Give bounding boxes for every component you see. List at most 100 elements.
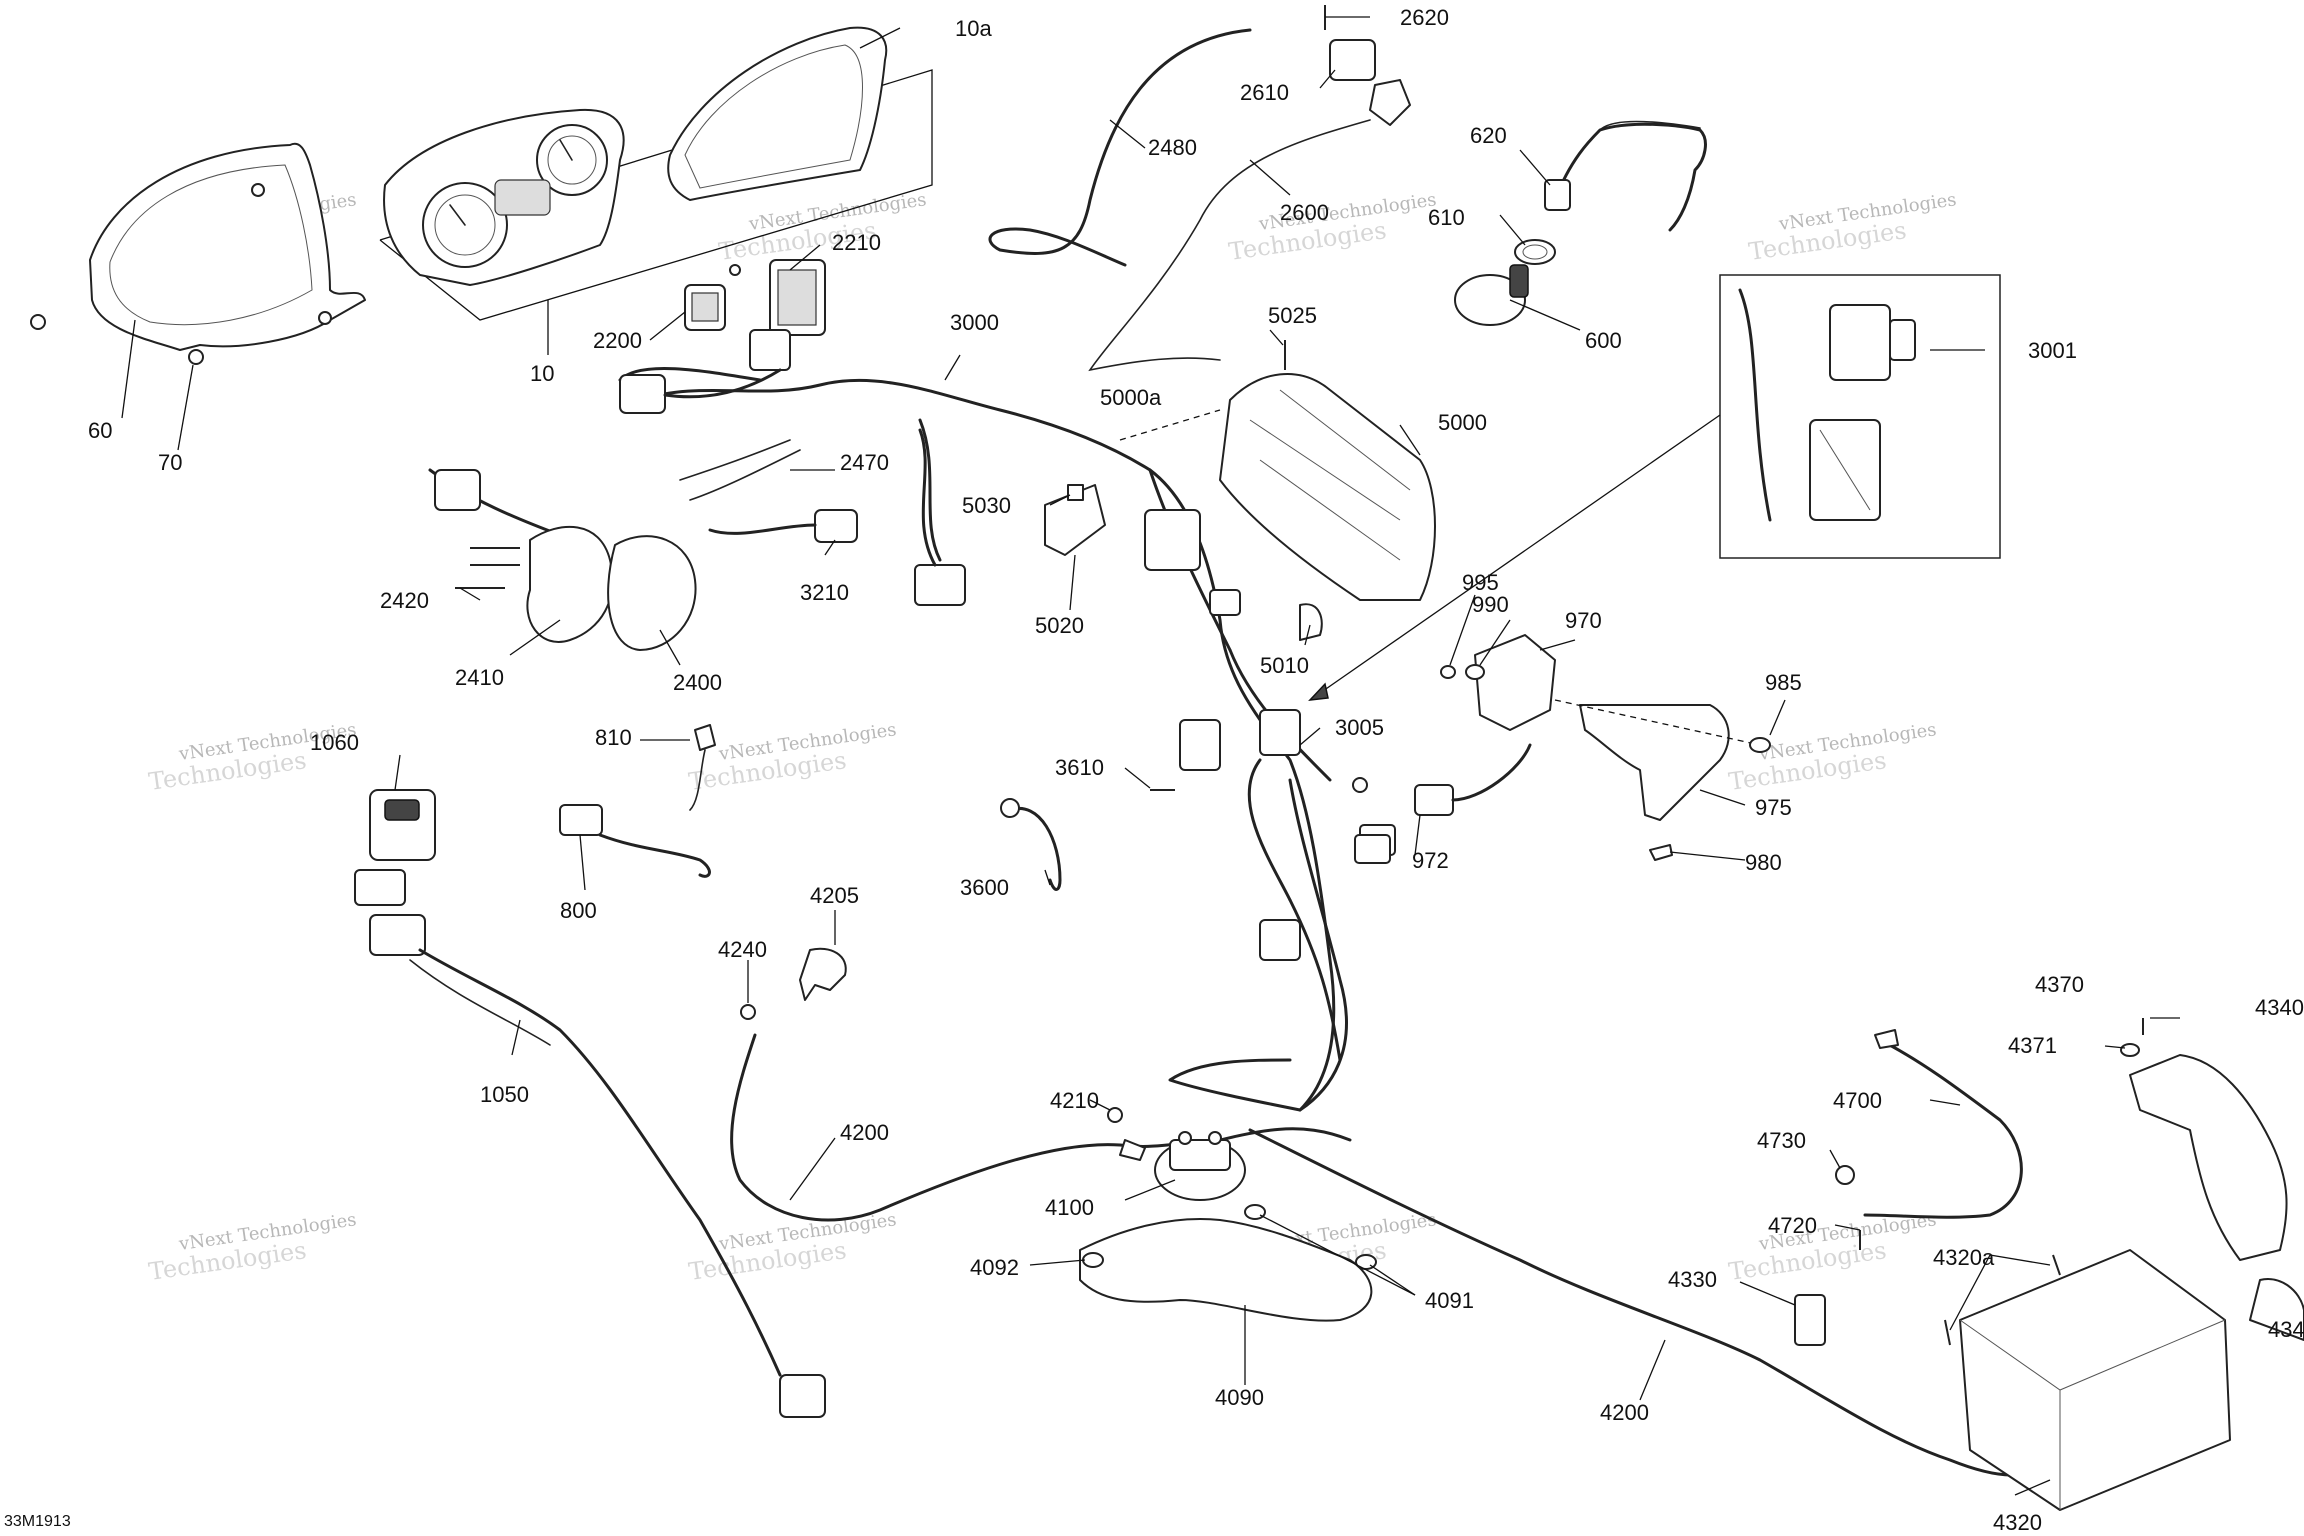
label-3600: 3600 [960,875,1009,900]
screw-2210 [729,264,741,276]
label-4210: 4210 [1050,1088,1099,1113]
cable-4700 [1863,1038,2023,1219]
label-3001: 3001 [2028,338,2077,363]
label-4720: 4720 [1768,1213,1817,1238]
label-610: 610 [1428,205,1465,230]
label-3000: 3000 [950,310,999,335]
label-4370: 4370 [2035,972,2084,997]
bolt-4240 [740,1004,756,1020]
label-4730: 4730 [1757,1128,1806,1153]
bracket-4090 [1079,1218,1373,1322]
lanyard-620 [1553,122,1707,232]
label-4320: 4320 [1993,1510,2042,1535]
label-5010: 5010 [1260,653,1309,678]
cable-3600 [1008,806,1062,891]
label-810: 810 [595,725,632,750]
label-4340: 4340 [2255,995,2304,1020]
label-4205: 4205 [810,883,859,908]
harness-center-connectors [914,428,1396,961]
module-2610 [1329,39,1376,81]
label-2610: 2610 [1240,80,1289,105]
switch-assembly-2400 [428,439,801,651]
switch-600 [1454,274,1526,326]
connector-972 [1414,784,1454,816]
washer-4371 [2120,1043,2140,1057]
label-995: 995 [1462,570,1499,595]
module-970 [1474,634,1556,731]
label-3005: 3005 [1335,715,1384,740]
label-800: 800 [560,898,597,923]
connector-left-harness [619,374,666,414]
label-3210: 3210 [800,580,849,605]
figure-code: 33M1913 [4,1513,71,1530]
label-4320a: 4320a [1933,1245,1995,1270]
bracket-4340 [2129,1054,2288,1261]
label-4200-lower: 4200 [1600,1400,1649,1425]
cable-2600 [1088,119,1371,372]
clip-5010 [1299,603,1323,641]
label-4100: 4100 [1045,1195,1094,1220]
label-10a: 10a [955,16,992,41]
main-harness-3000 [618,367,1348,1112]
stud-5030 [1067,484,1084,501]
screw-70 [188,349,204,365]
label-2400: 2400 [673,670,722,695]
bracket-group-4340 [2120,1018,2304,1341]
connector-800 [559,804,603,836]
label-2420: 2420 [380,588,429,613]
connector-2210 [749,259,826,371]
label-5020: 5020 [1035,613,1084,638]
connector-2200 [684,284,726,331]
label-975: 975 [1755,795,1792,820]
label-5000a: 5000a [1100,385,1162,410]
battery-group-4320 [1794,1249,2231,1511]
ring-610 [1514,239,1556,265]
battery-4320 [1959,1249,2231,1511]
label-1050: 1050 [480,1082,529,1107]
label-600: 600 [1585,328,1622,353]
label-2600: 2600 [1280,200,1329,225]
label-4092: 4092 [970,1255,1019,1280]
label-5025: 5025 [1268,303,1317,328]
nut-990 [1465,664,1485,680]
connector-2600 [1369,79,1411,126]
sensor-800-group [559,724,716,878]
label-70: 70 [158,450,182,475]
label-970: 970 [1565,608,1602,633]
cluster-lens [667,26,888,201]
label-620: 620 [1470,123,1507,148]
label-4240: 4240 [718,937,767,962]
bolt-985 [1749,737,1771,753]
ecu-group [1044,340,1436,641]
label-5000: 5000 [1438,410,1487,435]
relay-group-970 [1354,634,1771,864]
label-2410: 2410 [455,665,504,690]
label-10: 10 [530,361,554,386]
nut-3005 [1352,777,1368,793]
ecu-5000 [1219,373,1436,601]
label-4200-upper: 4200 [840,1120,889,1145]
washer-995 [1440,665,1456,679]
label-2210: 2210 [832,230,881,255]
label-2480: 2480 [1148,135,1197,160]
terminal-4205 [799,947,847,1001]
label-3610: 3610 [1055,755,1104,780]
label-990: 990 [1472,592,1509,617]
label-2470: 2470 [840,450,889,475]
solenoid-group-4100 [1079,1107,1377,1322]
terminal-4330 [1794,1294,1826,1346]
cable-4200 [730,1033,1202,1222]
label-5030: 5030 [962,493,1011,518]
switch-1060-harness [354,789,826,1418]
harness-1050 [418,948,782,1377]
washer-4092 [1082,1252,1104,1268]
label-2620: 2620 [1400,5,1449,30]
label-985: 985 [1765,670,1802,695]
label-980: 980 [1745,850,1782,875]
bracket-975 [1579,704,1730,821]
connector-1050-end [779,1374,826,1418]
nut-4210 [1107,1107,1123,1123]
label-60: 60 [88,418,112,443]
nut-4730 [1835,1165,1855,1185]
inset-3001-detail [1738,288,1916,522]
